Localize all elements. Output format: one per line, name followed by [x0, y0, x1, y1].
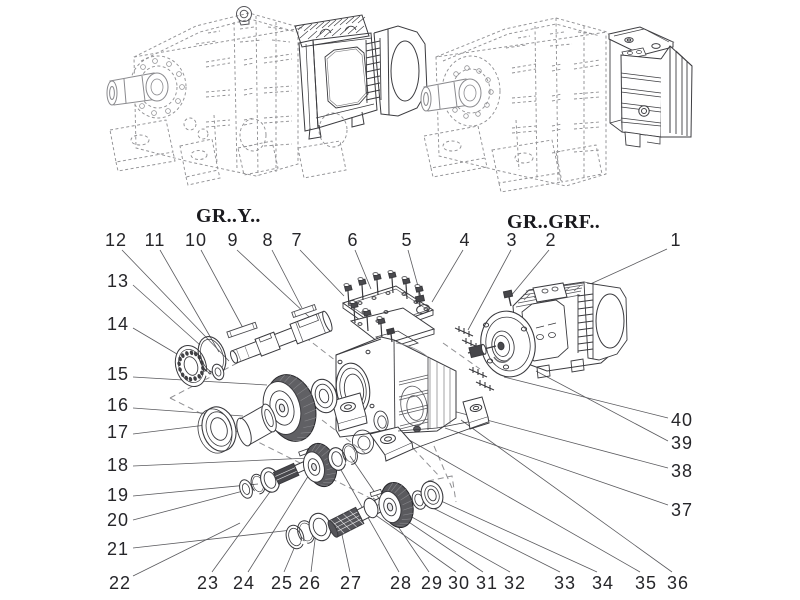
svg-text:25: 25 [271, 573, 293, 593]
svg-text:31: 31 [476, 573, 498, 593]
svg-text:34: 34 [592, 573, 614, 593]
svg-text:13: 13 [107, 271, 129, 291]
svg-text:14: 14 [107, 314, 129, 334]
svg-text:23: 23 [197, 573, 219, 593]
svg-text:37: 37 [671, 500, 693, 520]
svg-text:21: 21 [107, 539, 129, 559]
svg-text:35: 35 [635, 573, 657, 593]
svg-text:16: 16 [107, 395, 129, 415]
svg-text:38: 38 [671, 461, 693, 481]
svg-text:5: 5 [401, 230, 412, 250]
svg-text:20: 20 [107, 510, 129, 530]
svg-text:12: 12 [105, 230, 127, 250]
svg-text:26: 26 [299, 573, 321, 593]
svg-text:17: 17 [107, 422, 129, 442]
svg-text:18: 18 [107, 455, 129, 475]
svg-text:30: 30 [448, 573, 470, 593]
svg-text:29: 29 [421, 573, 443, 593]
svg-text:40: 40 [671, 410, 693, 430]
svg-text:6: 6 [347, 230, 358, 250]
svg-text:GR..Y..: GR..Y.. [196, 205, 261, 227]
svg-text:33: 33 [554, 573, 576, 593]
svg-text:3: 3 [506, 230, 517, 250]
svg-text:19: 19 [107, 485, 129, 505]
svg-text:15: 15 [107, 364, 129, 384]
svg-text:28: 28 [390, 573, 412, 593]
svg-text:9: 9 [227, 230, 238, 250]
svg-text:22: 22 [109, 573, 131, 593]
svg-text:1: 1 [670, 230, 681, 250]
svg-text:24: 24 [233, 573, 255, 593]
svg-text:4: 4 [459, 230, 470, 250]
svg-text:32: 32 [504, 573, 526, 593]
svg-text:39: 39 [671, 433, 693, 453]
svg-text:10: 10 [185, 230, 207, 250]
svg-text:GR..GRF..: GR..GRF.. [507, 211, 600, 233]
svg-text:36: 36 [667, 573, 689, 593]
svg-text:11: 11 [145, 230, 166, 250]
svg-text:7: 7 [291, 230, 302, 250]
svg-text:27: 27 [340, 573, 362, 593]
svg-text:2: 2 [545, 230, 556, 250]
svg-text:8: 8 [262, 230, 273, 250]
